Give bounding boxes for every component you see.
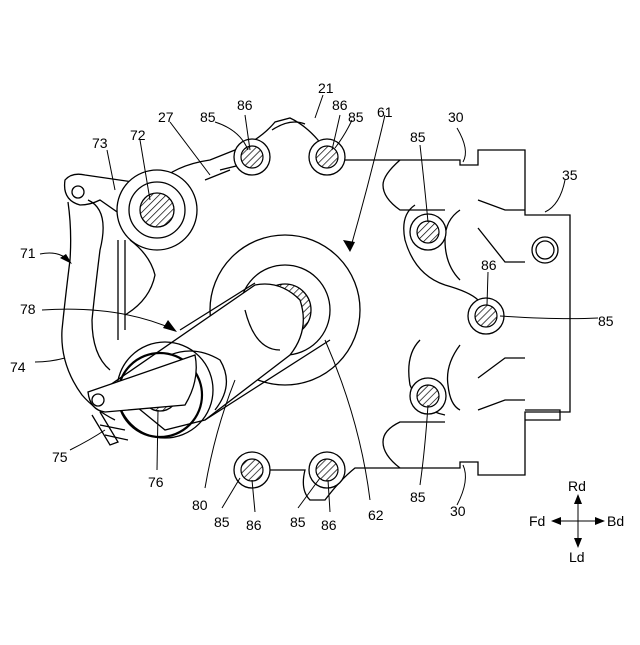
label-71: 71	[20, 245, 36, 261]
direction-indicator: Rd Ld Fd Bd	[529, 478, 624, 565]
label-86-a: 86	[237, 97, 253, 113]
label-78: 78	[20, 301, 36, 317]
label-74: 74	[10, 359, 26, 375]
upper-arm-73	[65, 170, 197, 250]
label-73: 73	[92, 135, 108, 151]
label-61: 61	[377, 104, 393, 120]
label-72: 72	[130, 127, 146, 143]
label-27: 27	[158, 109, 174, 125]
pin-lower-right	[309, 452, 345, 488]
label-30-bottom: 30	[450, 503, 466, 519]
label-85-c: 85	[410, 129, 426, 145]
label-85-e: 85	[410, 489, 426, 505]
arrow-up-icon	[574, 494, 582, 504]
direction-up-label: Rd	[568, 478, 586, 494]
arrow-down-icon	[574, 538, 582, 548]
pin-upper-right	[309, 139, 345, 175]
label-35: 35	[562, 167, 578, 183]
label-86-d: 86	[246, 517, 262, 533]
label-21: 21	[318, 80, 334, 96]
arrow-left-icon	[551, 517, 561, 525]
label-80: 80	[192, 497, 208, 513]
arrow-right-icon	[595, 517, 605, 525]
direction-left-label: Fd	[529, 513, 545, 529]
label-86-b: 86	[332, 97, 348, 113]
label-85-b: 85	[348, 109, 364, 125]
label-62: 62	[368, 507, 384, 523]
pin-upper-left	[234, 139, 270, 175]
label-30-top: 30	[448, 109, 464, 125]
label-86-e: 86	[321, 517, 337, 533]
label-85-d: 85	[598, 313, 614, 329]
label-85-a: 85	[200, 109, 216, 125]
label-85-g: 85	[290, 514, 306, 530]
direction-right-label: Bd	[607, 513, 624, 529]
pin-right-middle	[468, 298, 504, 334]
direction-down-label: Ld	[569, 549, 585, 565]
label-86-c: 86	[481, 257, 497, 273]
label-85-f: 85	[214, 514, 230, 530]
label-75: 75	[52, 449, 68, 465]
label-76: 76	[148, 474, 164, 490]
